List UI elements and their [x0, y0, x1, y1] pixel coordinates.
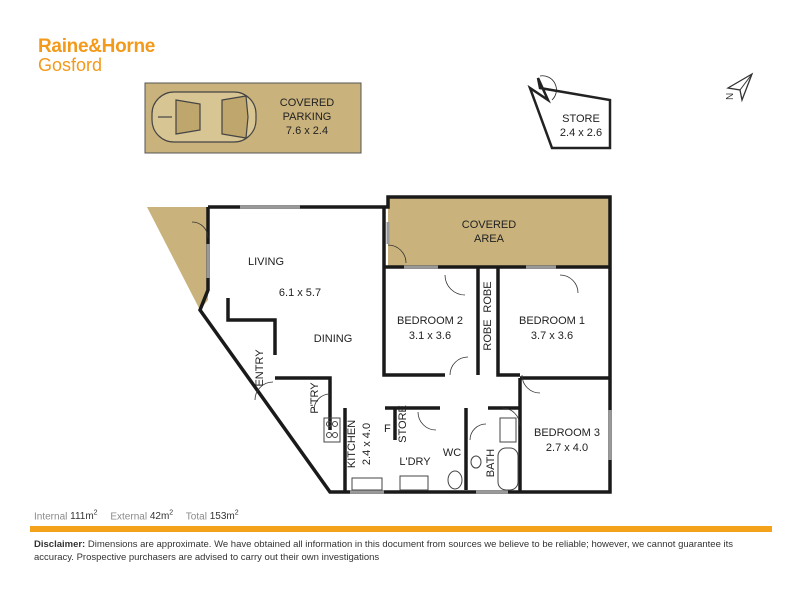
disclaimer-title: Disclaimer:: [34, 539, 86, 550]
area-summary: Internal 111m2 External 42m2 Total 153m2: [34, 510, 249, 522]
internal-area-value: 111m2: [70, 510, 98, 523]
kitchen-dims: 2.4 x 4.0: [361, 423, 373, 465]
covered-area-label-2: AREA: [474, 233, 505, 245]
bedroom1-label: BEDROOM 1: [519, 315, 585, 327]
fixtures: [323, 417, 519, 491]
store-inside-label: STORE: [397, 405, 409, 443]
wc-label: WC: [443, 447, 461, 459]
external-area-value: 42m2: [149, 510, 174, 523]
covered-parking-dims: 7.6 x 2.4: [286, 125, 328, 137]
total-area-value: 153m2: [209, 510, 239, 523]
pantry-label: P'TRY: [309, 382, 321, 414]
outdoor-wedge: [147, 207, 208, 310]
bedroom3-label: BEDROOM 3: [534, 427, 600, 439]
cooktop-icon: [323, 417, 341, 443]
robe-upper-label: ROBE: [482, 281, 494, 312]
windows: [206, 205, 612, 494]
internal-area-label: Internal: [34, 511, 68, 523]
covered-area-label-1: COVERED: [462, 219, 516, 231]
fridge-label: F: [384, 423, 391, 435]
covered-parking: COVERED PARKING 7.6 x 2.4: [144, 82, 362, 154]
living-dims: 6.1 x 5.7: [279, 287, 321, 299]
bedroom2-label: BEDROOM 2: [397, 315, 463, 327]
disclaimer-text: Dimensions are approximate. We have obta…: [34, 539, 733, 563]
store-outside-dims: 2.4 x 2.6: [560, 127, 602, 139]
total-area-label: Total: [185, 511, 207, 523]
laundry-tub-icon: [399, 475, 429, 491]
floor-plan: COVERED PARKING 7.6 x 2.4 STORE 2.4 x 2.…: [144, 72, 754, 494]
store-outside-label: STORE: [562, 113, 600, 125]
bath-label: BATH: [485, 449, 497, 478]
accent-bar: [30, 526, 772, 532]
car-icon: [151, 91, 257, 143]
brand-logo: Raine&Horne Gosford: [38, 36, 156, 75]
kitchen-label: KITCHEN: [346, 420, 358, 468]
laundry-label: L'DRY: [399, 456, 431, 468]
door-swings: [191, 221, 579, 441]
covered-parking-label-2: PARKING: [283, 111, 332, 123]
bedroom2-dims: 3.1 x 3.6: [409, 330, 451, 342]
kitchen-sink-icon: [351, 477, 383, 491]
brand-name: Raine&Horne: [38, 36, 156, 57]
covered-area: [388, 197, 610, 267]
robe-lower-label: ROBE: [482, 319, 494, 350]
compass-label: N: [725, 93, 736, 100]
store-outside: STORE 2.4 x 2.6: [527, 75, 612, 150]
shower-icon: [499, 417, 517, 443]
bedroom3-dims: 2.7 x 4.0: [546, 442, 588, 454]
bathtub-icon: [497, 447, 519, 491]
external-area-label: External: [110, 511, 148, 523]
dining-label: DINING: [314, 333, 353, 345]
disclaimer: Disclaimer: Dimensions are approximate. …: [34, 538, 774, 564]
north-arrow-icon: N: [725, 72, 754, 103]
basin-icon: [470, 455, 482, 469]
living-label: LIVING: [248, 256, 284, 268]
covered-parking-label-1: COVERED: [280, 97, 334, 109]
brand-office: Gosford: [38, 55, 103, 75]
entry-label: ENTRY: [254, 349, 266, 387]
toilet-icon: [447, 470, 463, 490]
bedroom1-dims: 3.7 x 3.6: [531, 330, 573, 342]
